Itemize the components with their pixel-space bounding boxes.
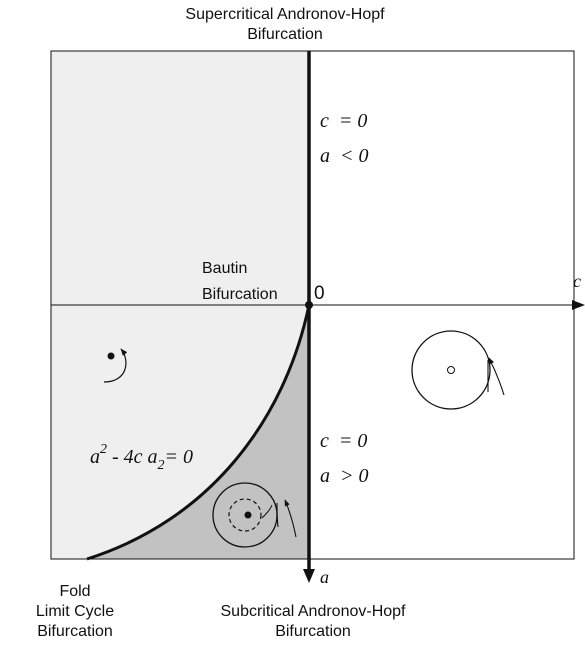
origin-label: 0 [314, 283, 325, 304]
top-title-line1: Supercritical Andronov-Hopf [185, 6, 385, 23]
upper-condition-line2: a< 0 [320, 145, 369, 167]
fold-label-line1: Fold [59, 583, 90, 600]
bautin-point [305, 301, 313, 309]
c-axis-arrow [572, 300, 585, 310]
c-axis-label: c [573, 271, 581, 291]
bottom-title-line2: Bifurcation [275, 623, 351, 640]
bautin-label-line2: Bifurcation [202, 286, 278, 303]
top-title-line2: Bifurcation [247, 26, 323, 43]
a-axis-arrow [303, 569, 315, 583]
lower-condition-line2: a> 0 [320, 465, 369, 487]
fold-label-line2: Limit Cycle [36, 603, 114, 620]
bottom-title-line1: Subcritical Andronov-Hopf [221, 603, 407, 620]
lower-condition-line1: c= 0 [320, 430, 367, 452]
bautin-label-line1: Bautin [202, 260, 247, 277]
fold-label-line3: Bifurcation [37, 623, 113, 640]
limit-cycle-portrait-right [412, 331, 504, 409]
a-axis-label: a [320, 567, 329, 587]
upper-condition-line1: c= 0 [320, 110, 367, 132]
